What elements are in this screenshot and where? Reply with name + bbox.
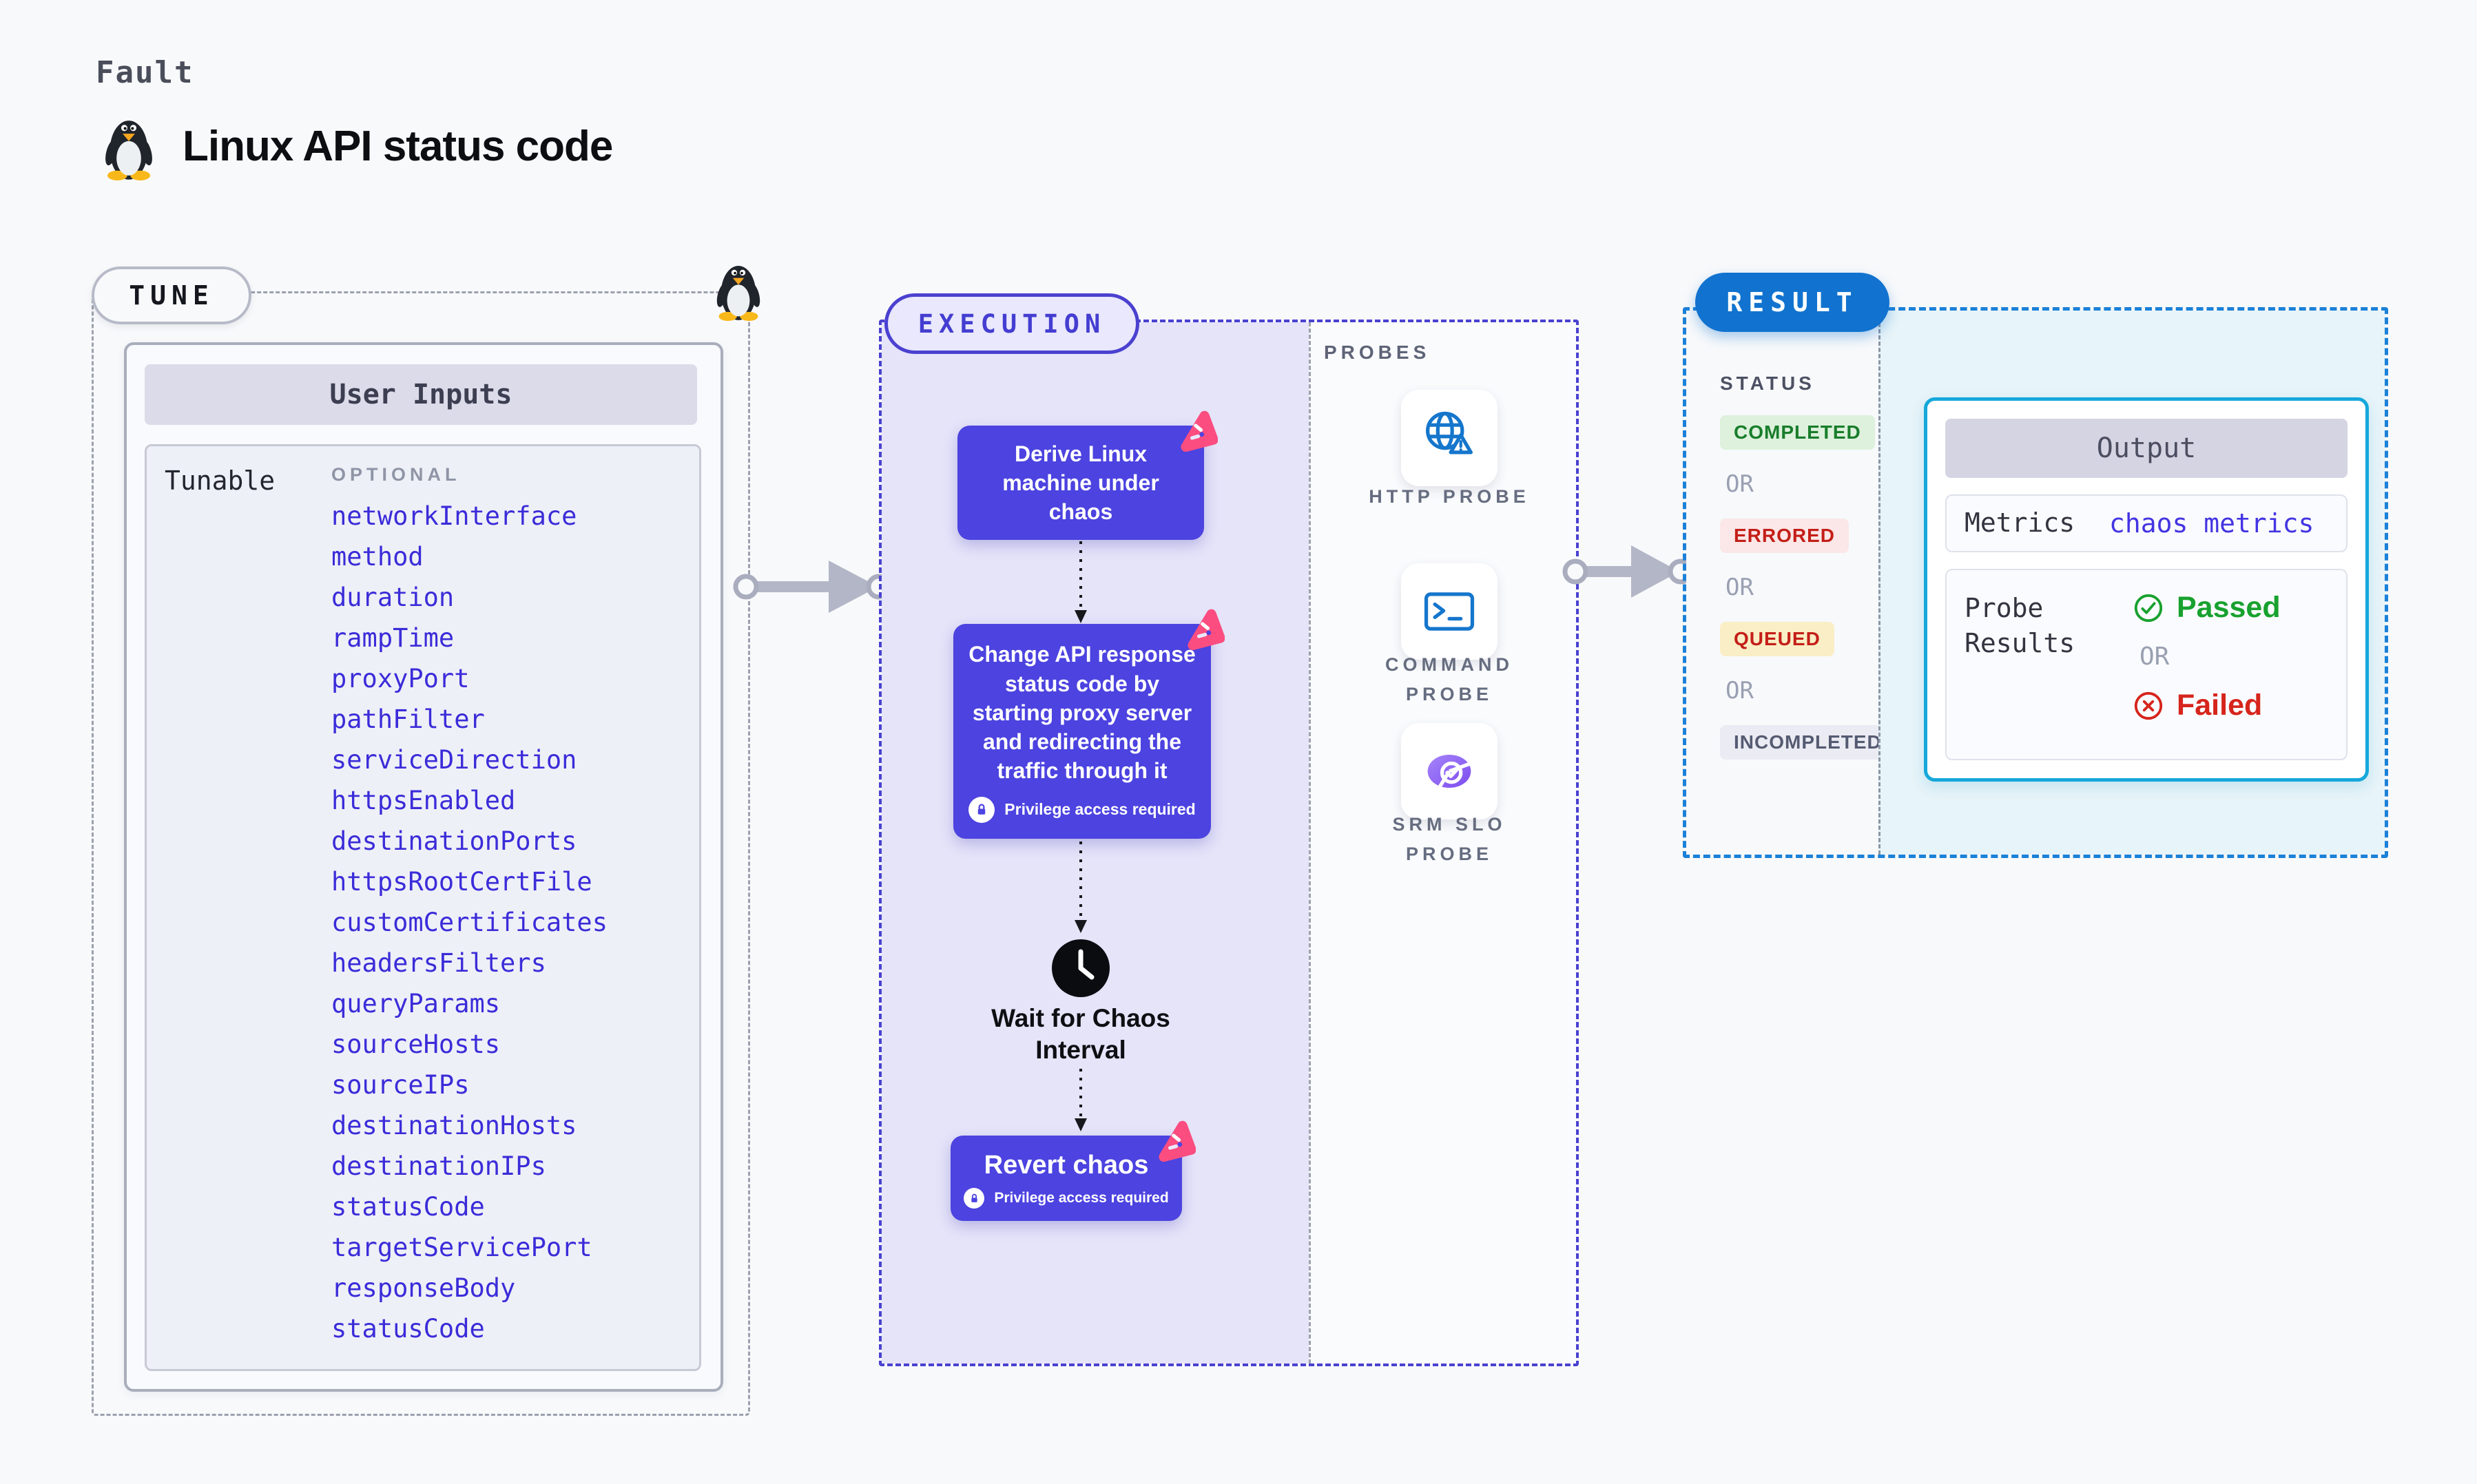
chaos-icon bbox=[1175, 410, 1218, 453]
or-label: OR bbox=[2139, 642, 2170, 671]
tunable-item: sourceIPs bbox=[331, 1070, 470, 1100]
title-row: Linux API status code bbox=[96, 112, 613, 180]
dotted-arrow-icon bbox=[1075, 842, 1087, 933]
step-revert-chaos: Revert chaos Privilege access required bbox=[951, 1136, 1182, 1221]
clock-icon bbox=[1052, 939, 1110, 997]
step-wait-interval: Wait for Chaos Interval bbox=[991, 1004, 1170, 1065]
status-label: STATUS bbox=[1720, 373, 1815, 394]
metrics-label: Metrics bbox=[1965, 508, 2075, 539]
chaos-icon bbox=[1153, 1120, 1196, 1163]
status-stack: COMPLETED OR ERRORED OR QUEUED OR INCOMPLETED bbox=[1720, 415, 1896, 760]
fault-kicker: Fault bbox=[96, 55, 194, 90]
tunable-item: sourceHosts bbox=[331, 1030, 501, 1059]
output-area: Output Metrics chaos metrics Probe Resul… bbox=[1878, 311, 2385, 855]
tunable-item: serviceDirection bbox=[331, 745, 577, 775]
terminal-icon bbox=[1424, 592, 1475, 631]
tunable-item: rampTime bbox=[331, 623, 455, 653]
tunable-list: networkInterface method duration rampTime pr… bbox=[331, 496, 608, 1349]
passed-line: Passed bbox=[2133, 591, 2281, 625]
tunable-item: httpsEnabled bbox=[331, 786, 516, 815]
connector-arrow-tune-execution bbox=[733, 561, 891, 613]
step-text: Revert chaos bbox=[984, 1150, 1149, 1180]
probe-results-label: Probe Results bbox=[1965, 593, 2075, 659]
metrics-row: Metrics chaos metrics bbox=[1945, 494, 2348, 552]
tux-penguin-icon-small bbox=[713, 258, 764, 321]
chaos-icon bbox=[1182, 609, 1225, 651]
status-badge: QUEUED bbox=[1720, 622, 1834, 656]
step-text: Derive Linux machine under chaos bbox=[1002, 441, 1159, 525]
lock-icon bbox=[964, 1188, 985, 1209]
tune-section bbox=[92, 291, 750, 1416]
tunable-item: statusCode bbox=[331, 1314, 485, 1344]
tunable-item: customCertificates bbox=[331, 908, 608, 937]
output-box: Output Metrics chaos metrics Probe Resul… bbox=[1924, 397, 2369, 782]
check-circle-icon bbox=[2134, 594, 2163, 622]
tunable-item: destinationPorts bbox=[331, 826, 577, 856]
http-probe-card bbox=[1401, 390, 1497, 486]
failed-label: Failed bbox=[2177, 689, 2263, 722]
dotted-arrow-icon bbox=[1075, 1069, 1087, 1131]
page-title: Linux API status code bbox=[183, 122, 613, 170]
probes-label: PROBES bbox=[1324, 342, 1431, 363]
metrics-value: chaos metrics bbox=[2109, 508, 2314, 539]
result-badge: RESULT bbox=[1695, 273, 1889, 332]
dotted-arrow-icon bbox=[1075, 541, 1087, 623]
status-badge: COMPLETED bbox=[1720, 415, 1875, 450]
optional-label: OPTIONAL bbox=[331, 464, 461, 485]
step-derive-machine: Derive Linux machine under chaos bbox=[957, 426, 1204, 540]
or-label: OR bbox=[1725, 677, 1754, 704]
status-badge: INCOMPLETED bbox=[1720, 725, 1896, 760]
tunables-panel: Tunable OPTIONAL networkInterface method d… bbox=[145, 444, 701, 1371]
command-probe-card bbox=[1401, 563, 1497, 660]
failed-line: Failed bbox=[2133, 689, 2281, 722]
tunable-item: method bbox=[331, 542, 424, 572]
output-title: Output bbox=[1945, 419, 2348, 478]
execution-badge: EXECUTION bbox=[884, 293, 1139, 354]
probe-label: HTTP PROBE bbox=[1369, 486, 1530, 507]
tux-penguin-icon bbox=[96, 112, 162, 180]
step-text: Change API response status code by start… bbox=[968, 642, 1196, 784]
tunable-item: statusCode bbox=[331, 1192, 485, 1222]
tunable-item: httpsRootCertFile bbox=[331, 867, 592, 897]
or-label: OR bbox=[1725, 470, 1754, 498]
lock-icon bbox=[968, 796, 995, 823]
x-circle-icon bbox=[2134, 691, 2163, 720]
tunable-item: destinationIPs bbox=[331, 1151, 546, 1181]
user-inputs-card: User Inputs Tunable OPTIONAL networkInte… bbox=[124, 342, 723, 1392]
privilege-note: Privilege access required bbox=[964, 1188, 1169, 1209]
globe-alert-icon bbox=[1426, 411, 1473, 454]
tune-badge: TUNE bbox=[92, 267, 251, 324]
tunable-item: responseBody bbox=[331, 1273, 516, 1303]
privilege-note: Privilege access required bbox=[968, 796, 1196, 823]
probe-results-row: Probe Results Passed OR bbox=[1945, 569, 2348, 760]
passed-label: Passed bbox=[2177, 591, 2281, 624]
user-inputs-title: User Inputs bbox=[145, 364, 697, 425]
tunable-item: destinationHosts bbox=[331, 1111, 577, 1140]
tunable-item: proxyPort bbox=[331, 664, 470, 693]
tunable-item: duration bbox=[331, 583, 455, 612]
tunable-column-label: Tunable bbox=[165, 466, 276, 496]
tunable-item: pathFilter bbox=[331, 704, 485, 734]
result-section: STATUS COMPLETED OR ERRORED OR QUEUED OR INCOM… bbox=[1683, 307, 2388, 858]
tunable-item: headersFilters bbox=[331, 948, 546, 978]
tunable-item: targetServicePort bbox=[331, 1233, 592, 1262]
tunable-item: queryParams bbox=[331, 989, 501, 1018]
status-badge: ERRORED bbox=[1720, 519, 1849, 553]
tunable-item: networkInterface bbox=[331, 501, 577, 531]
step-change-status-code: Change API response status code by start… bbox=[953, 624, 1211, 839]
slo-pie-icon bbox=[1427, 754, 1472, 788]
probe-results-values: Passed OR Failed bbox=[2109, 591, 2281, 738]
or-label: OR bbox=[1725, 574, 1754, 601]
probes-area bbox=[1309, 322, 1576, 1363]
srm-slo-probe-card bbox=[1401, 723, 1497, 819]
status-column: STATUS COMPLETED OR ERRORED OR QUEUED OR INCOM… bbox=[1686, 311, 1896, 855]
